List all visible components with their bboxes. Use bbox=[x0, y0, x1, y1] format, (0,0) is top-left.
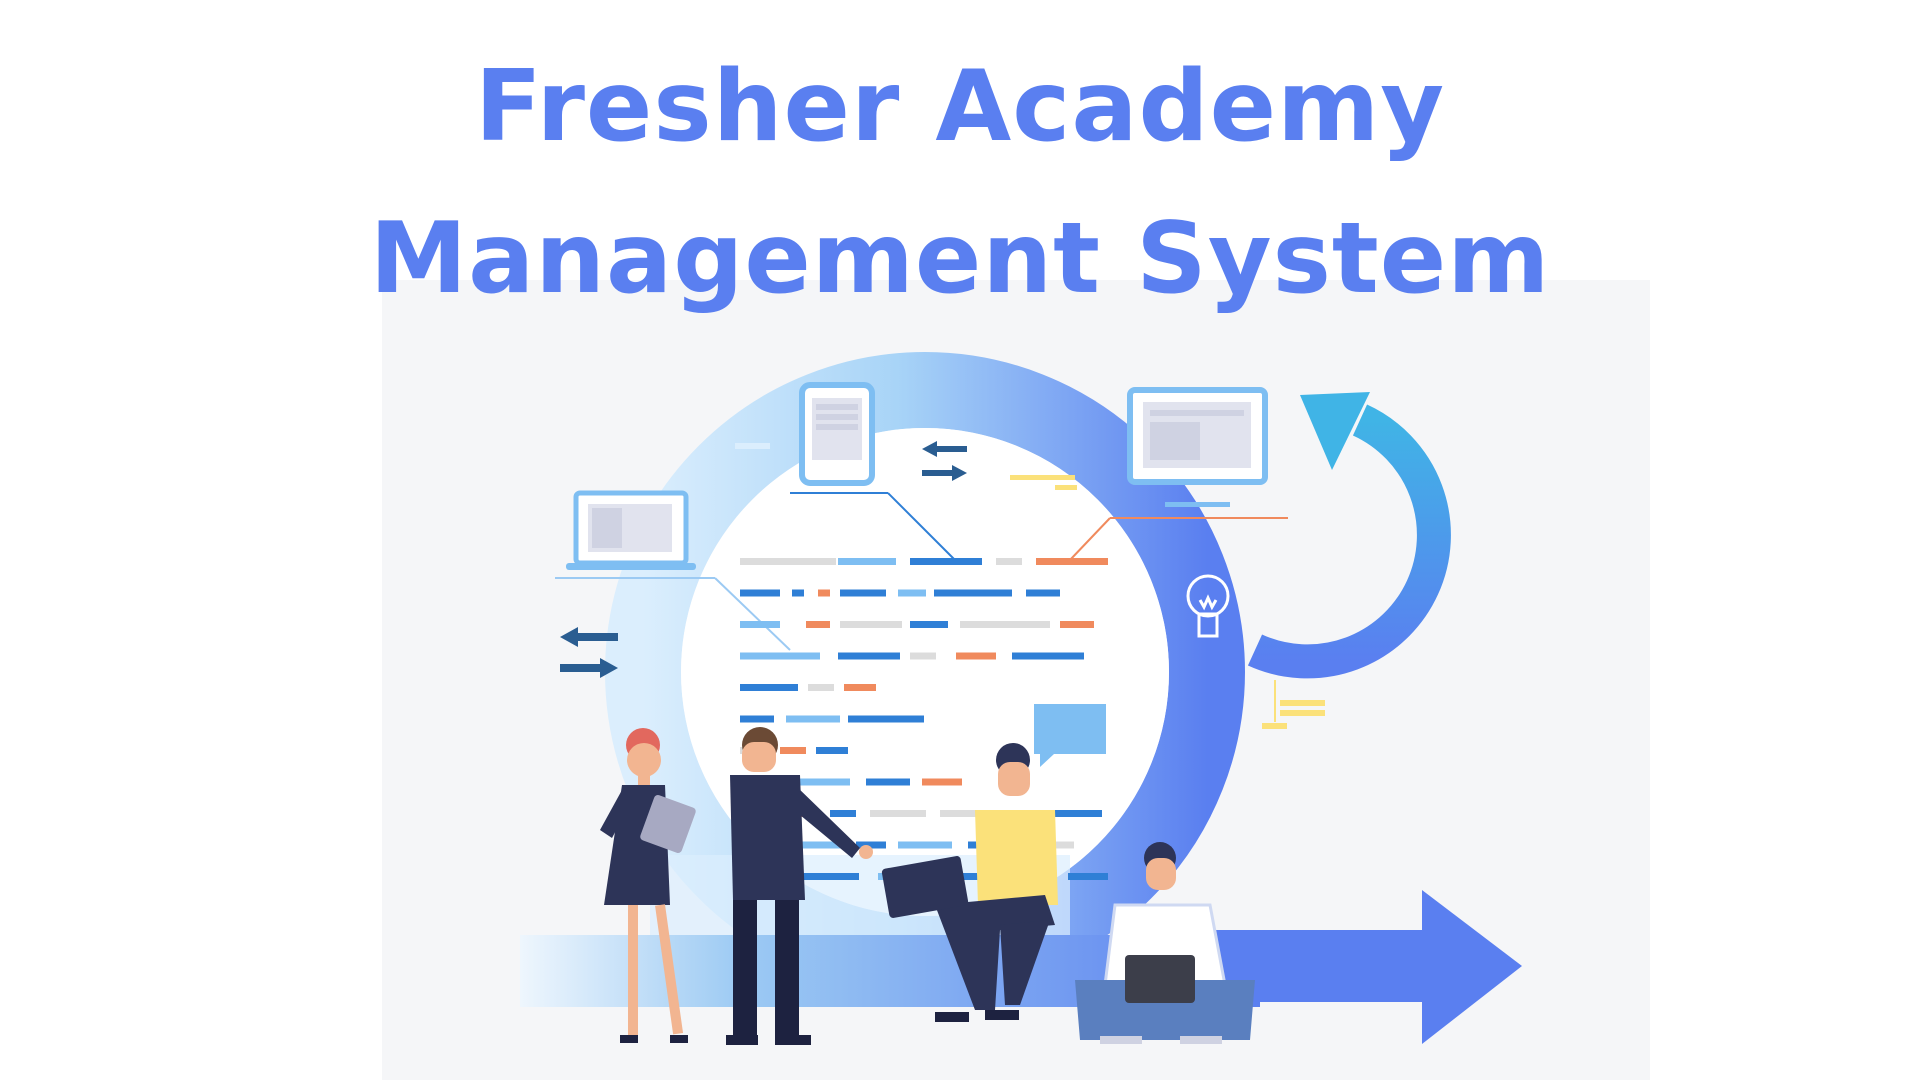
code-dash bbox=[840, 621, 902, 628]
code-dash bbox=[898, 841, 952, 849]
code-dash bbox=[838, 652, 900, 660]
code-dash bbox=[870, 810, 926, 817]
code-dash bbox=[1012, 652, 1084, 660]
swap-arrows-icon bbox=[560, 627, 618, 678]
monitor-icon bbox=[1069, 387, 1288, 561]
lightbulb-icon bbox=[1186, 574, 1230, 638]
code-dash bbox=[856, 841, 886, 849]
code-dash bbox=[808, 684, 834, 691]
chat-bubble-icon bbox=[1034, 704, 1106, 767]
code-dash bbox=[910, 652, 936, 660]
code-dash bbox=[795, 841, 841, 849]
code-dash bbox=[816, 747, 848, 754]
code-dash bbox=[1026, 589, 1060, 597]
tablet-icon bbox=[790, 382, 956, 561]
code-dash bbox=[780, 747, 806, 754]
code-dash bbox=[1040, 841, 1074, 849]
code-dash bbox=[830, 810, 856, 817]
code-dash bbox=[795, 873, 859, 880]
code-dash bbox=[840, 589, 886, 597]
code-dash bbox=[848, 715, 924, 723]
code-dash bbox=[934, 589, 1012, 597]
person-cross-legged-with-laptop bbox=[1075, 842, 1255, 1044]
code-dash bbox=[940, 810, 1000, 817]
code-dash bbox=[740, 589, 780, 597]
code-dash bbox=[1036, 558, 1108, 565]
code-dash bbox=[740, 715, 774, 723]
code-dash bbox=[910, 558, 982, 565]
code-dash bbox=[910, 621, 948, 628]
code-dash bbox=[806, 621, 830, 628]
code-dash bbox=[740, 621, 780, 628]
code-dash bbox=[740, 558, 836, 565]
person-woman-with-tablet bbox=[600, 728, 696, 1043]
code-dash bbox=[898, 589, 926, 597]
code-dash bbox=[866, 778, 910, 786]
page-title-line-1: Fresher Academy bbox=[474, 50, 1446, 164]
code-dash bbox=[780, 778, 850, 786]
person-sitting-with-laptop bbox=[881, 743, 1058, 1022]
code-dash bbox=[818, 589, 830, 597]
code-dash bbox=[936, 873, 992, 880]
code-dash bbox=[960, 621, 1050, 628]
code-dash bbox=[786, 715, 840, 723]
code-dash bbox=[740, 684, 798, 691]
person-man-in-suit bbox=[726, 727, 873, 1045]
code-dash bbox=[740, 652, 820, 660]
laptop-icon bbox=[555, 490, 791, 651]
code-dash bbox=[792, 589, 804, 597]
code-dash bbox=[956, 652, 996, 660]
code-dash bbox=[922, 778, 962, 786]
code-dash bbox=[838, 558, 896, 565]
code-dash bbox=[1068, 873, 1108, 880]
refresh-arrow-icon bbox=[1247, 392, 1451, 679]
code-dash bbox=[1060, 621, 1094, 628]
code-lines bbox=[740, 558, 1108, 880]
code-dash bbox=[1012, 810, 1102, 817]
swap-arrows-icon bbox=[922, 441, 967, 481]
page-title-line-2: Management System bbox=[369, 202, 1551, 316]
code-dash bbox=[996, 558, 1022, 565]
code-dash bbox=[844, 684, 876, 691]
